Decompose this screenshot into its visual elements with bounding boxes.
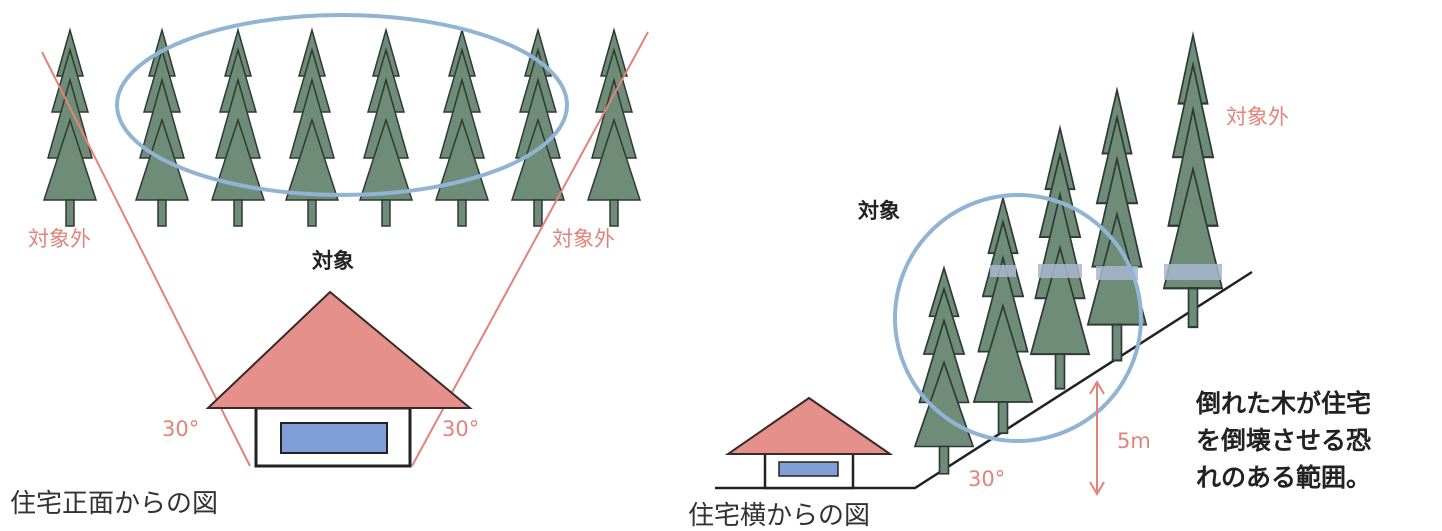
label-target: 対象 <box>312 249 354 273</box>
height-label: 5m <box>1117 429 1151 453</box>
angle-left: 30° <box>162 417 199 441</box>
house-side-window <box>778 461 839 477</box>
tree <box>1029 127 1091 390</box>
target-area-ellipse <box>115 13 569 197</box>
note-line-1: 倒れた木が住宅 <box>1195 389 1371 418</box>
note-line-2: を倒壊させる恐 <box>1196 426 1371 455</box>
highlight-band <box>1164 264 1222 280</box>
height-arrow <box>1089 380 1105 496</box>
side-view-diagram: 対象 対象外 30° 5m 倒れた木が住宅 を倒壊させる恐 れのある範囲。 住宅… <box>688 33 1371 531</box>
note-line-3: れのある範囲。 <box>1196 463 1371 492</box>
house-side <box>724 396 894 490</box>
highlight-band <box>1096 266 1138 280</box>
caption-front-view: 住宅正面からの図 <box>10 489 218 519</box>
house-front <box>205 290 473 468</box>
house-side-roof <box>724 396 894 455</box>
front-view-diagram: 対象外 対象外 対象 30° 30° 住宅正面からの図 <box>10 13 649 519</box>
angle-right: 30° <box>442 417 479 441</box>
highlight-band <box>990 265 1016 277</box>
tree <box>135 29 189 227</box>
tree <box>211 29 265 227</box>
tree <box>914 267 974 475</box>
house-window <box>280 422 388 454</box>
tree <box>972 197 1034 435</box>
label-outside-left: 対象外 <box>28 227 91 251</box>
tree <box>435 29 489 227</box>
tree <box>359 29 413 227</box>
tree <box>43 29 97 227</box>
tree-highlight-bands <box>990 264 1222 280</box>
label-outside-right: 対象外 <box>552 227 615 251</box>
label-outside: 対象外 <box>1226 105 1289 129</box>
target-area-circle <box>893 193 1143 443</box>
angle-slope: 30° <box>968 467 1005 491</box>
caption-side-view: 住宅横からの図 <box>688 501 870 531</box>
slope-tree-row <box>914 33 1224 475</box>
house-roof <box>205 290 473 409</box>
tree <box>1162 33 1224 329</box>
label-target: 対象 <box>858 199 900 223</box>
boundary-line-left <box>41 51 251 467</box>
highlight-band <box>1038 264 1082 278</box>
